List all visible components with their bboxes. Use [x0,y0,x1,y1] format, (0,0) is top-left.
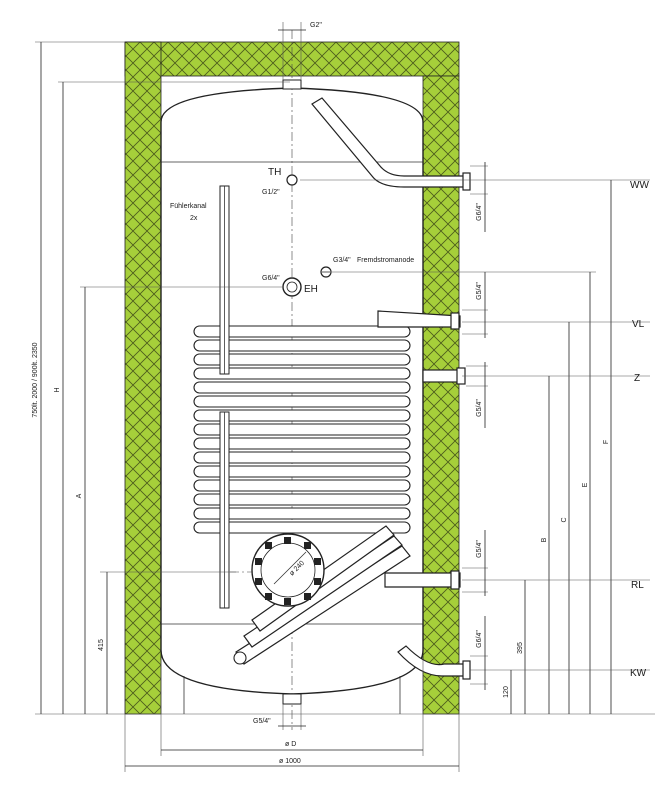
bottom-socket: G5/4" [253,693,306,730]
circulation-socket [422,367,466,385]
dimension-h-label: H [54,387,61,392]
connection-rl: RL [631,580,644,591]
dimension-b-label: B [541,537,548,542]
eh-label: EH [304,284,318,295]
dimension-f-label: F [603,440,610,444]
sensor-channels-front [219,185,230,609]
anode-thread-label: G3/4" [333,257,351,264]
dimension-120-label: 120 [503,686,510,698]
top-thread-label: G2" [310,22,322,29]
connection-z: Z [634,373,640,384]
th-label: TH [268,167,281,178]
rl-thread-label: G5/4" [476,540,483,558]
diameter-1000-label: ø 1000 [279,758,301,765]
bottom-dimensions: ø D ø 1000 [124,660,460,772]
hot-water-pipe [311,97,471,191]
diameter-d-label: ø D [285,741,296,748]
left-dimensions: 750lt. 2000 / 900lt. 2350 H A 415 [32,41,290,714]
dimension-415-label: 415 [98,639,105,651]
dimension-395-label: 395 [517,642,524,654]
sensor-channel-count: 2x [190,215,198,222]
kw-thread-label: G6/4" [476,630,483,648]
th-thread-label: G1/2" [262,189,280,196]
heat-exchanger-coil [193,310,461,665]
electric-heater-socket: EH G6/4" [262,275,318,297]
thread-callouts: G6/4" G5/4" G5/4" G5/4" G6/4" [462,162,488,690]
bottom-thread-label: G5/4" [253,718,271,725]
dimension-c-label: C [561,517,568,522]
thermometer-socket: TH G1/2" [262,167,298,196]
right-dimensions: F E C B 395 120 [300,179,650,714]
dimension-e-label: E [582,482,589,487]
top-socket: G2" [278,22,322,90]
eh-thread-label: G6/4" [262,275,280,282]
dimension-a-label: A [76,493,83,498]
z-thread-label: G5/4" [476,399,483,417]
connection-labels: WW VL Z RL KW [630,180,649,679]
connection-ww: WW [630,180,649,191]
anode-label: Fremdstromanode [357,257,414,264]
total-height-label: 750lt. 2000 / 900lt. 2350 [32,342,39,417]
sensor-channel-label: Fühlerkanal [170,203,207,210]
anode-socket: G3/4" Fremdstromanode [320,257,414,278]
connection-vl: VL [632,319,645,330]
connection-kw: KW [630,668,647,679]
ww-thread-label: G6/4" [476,203,483,221]
inspection-flange: ø 240 [251,533,325,607]
vl-thread-label: G5/4" [476,282,483,300]
